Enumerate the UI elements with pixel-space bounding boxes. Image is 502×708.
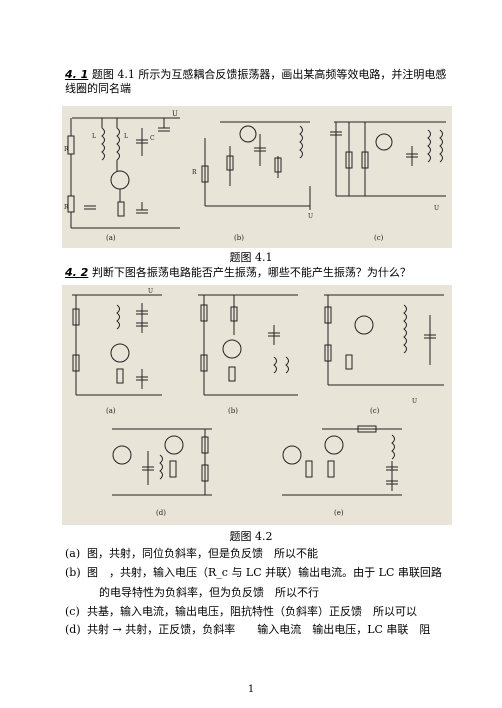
sub-a: (a)	[106, 407, 116, 415]
circuit-a: U (a)	[72, 288, 162, 415]
answer-tag: (a)	[65, 547, 81, 560]
sub-c: (c)	[374, 234, 384, 242]
question-number: 4. 1	[65, 68, 89, 81]
sub-d: (d)	[156, 509, 166, 517]
answer-text: 图 ，共射，输入电压（R_c 与 LC 并联）输出电流。由于 LC 串联回路	[87, 566, 442, 579]
figure-4-1: U R R L L C (a) R U (b)	[62, 106, 452, 248]
circuit-c: U (c)	[324, 294, 444, 415]
answer-tag: (d)	[65, 623, 81, 636]
answer-c: (c) 共基，输入电流，输出电压，阻抗特性（负斜率）正反馈 所以可以	[65, 603, 417, 619]
figure-4-1-caption: 题图 4.1	[229, 251, 273, 264]
answer-text: 共基，输入电流，输出电压，阻抗特性（负斜率）正反馈 所以可以	[87, 605, 417, 618]
answer-text: 共射 → 共射，正反馈，负斜率 输入电流 输出电压，LC 串联 阻	[87, 623, 431, 636]
figure-4-2: U (a) (b) U (c)	[62, 285, 452, 525]
answer-text: 图，共射，同位负斜率，但是负反馈 所以不能	[87, 547, 318, 560]
sub-b: (b)	[228, 407, 238, 415]
svg-text:R: R	[192, 169, 197, 176]
answer-text: 的电导特性为负斜率，但为负反馈 所以不行	[99, 586, 319, 599]
svg-text:L: L	[92, 133, 96, 140]
circuit-b: (b)	[198, 294, 298, 415]
circuit-a: U R R L L C (a)	[64, 110, 180, 242]
svg-text:U: U	[172, 110, 178, 118]
figure-4-2-circuits: U (a) (b) U (c)	[72, 288, 444, 517]
question-text: 判断下图各振荡电路能否产生振荡，哪些不能产生振荡？为什么？	[91, 266, 411, 279]
circuit-e: (e)	[282, 425, 402, 517]
answer-b: (b) 图 ，共射，输入电压（R_c 与 LC 并联）输出电流。由于 LC 串联回…	[65, 564, 442, 580]
question-4-1: 4. 1 题图 4.1 所示为互感耦合反馈振荡器，画出某高频等效电路，并注明电感…	[65, 68, 450, 96]
question-number: 4. 2	[65, 266, 89, 279]
answer-b-cont: 的电导特性为负斜率，但为负反馈 所以不行	[99, 584, 319, 600]
question-text: 题图 4.1 所示为互感耦合反馈振荡器，画出某高频等效电路，并注明电感线圈的同名…	[65, 68, 447, 95]
answer-tag: (b)	[65, 566, 81, 579]
svg-text:R: R	[64, 146, 69, 153]
figure-4-1-circuits: U R R L L C (a) R U (b)	[64, 110, 446, 242]
sub-e: (e)	[334, 509, 344, 517]
answer-a: (a) 图，共射，同位负斜率，但是负反馈 所以不能	[65, 545, 318, 561]
sub-b: (b)	[234, 234, 244, 242]
svg-text:U: U	[434, 205, 439, 212]
page-number: 1	[247, 684, 255, 695]
sub-c: (c)	[370, 407, 380, 415]
answer-d: (d) 共射 → 共射，正反馈，负斜率 输入电流 输出电压，LC 串联 阻	[65, 621, 430, 637]
answer-tag: (c)	[65, 605, 80, 618]
sub-a: (a)	[106, 234, 116, 242]
svg-text:U: U	[412, 398, 417, 405]
svg-text:L: L	[124, 133, 128, 140]
circuit-b: R U (b)	[192, 121, 313, 242]
svg-text:U: U	[148, 288, 153, 295]
svg-text:U: U	[308, 213, 313, 220]
svg-text:C: C	[150, 135, 155, 142]
circuit-c: U (c)	[330, 121, 446, 242]
svg-text:R: R	[64, 204, 69, 211]
circuit-d: (d)	[112, 428, 212, 517]
question-4-2: 4. 2 判断下图各振荡电路能否产生振荡，哪些不能产生振荡？为什么？	[65, 266, 450, 280]
figure-4-2-caption: 题图 4.2	[229, 530, 273, 543]
